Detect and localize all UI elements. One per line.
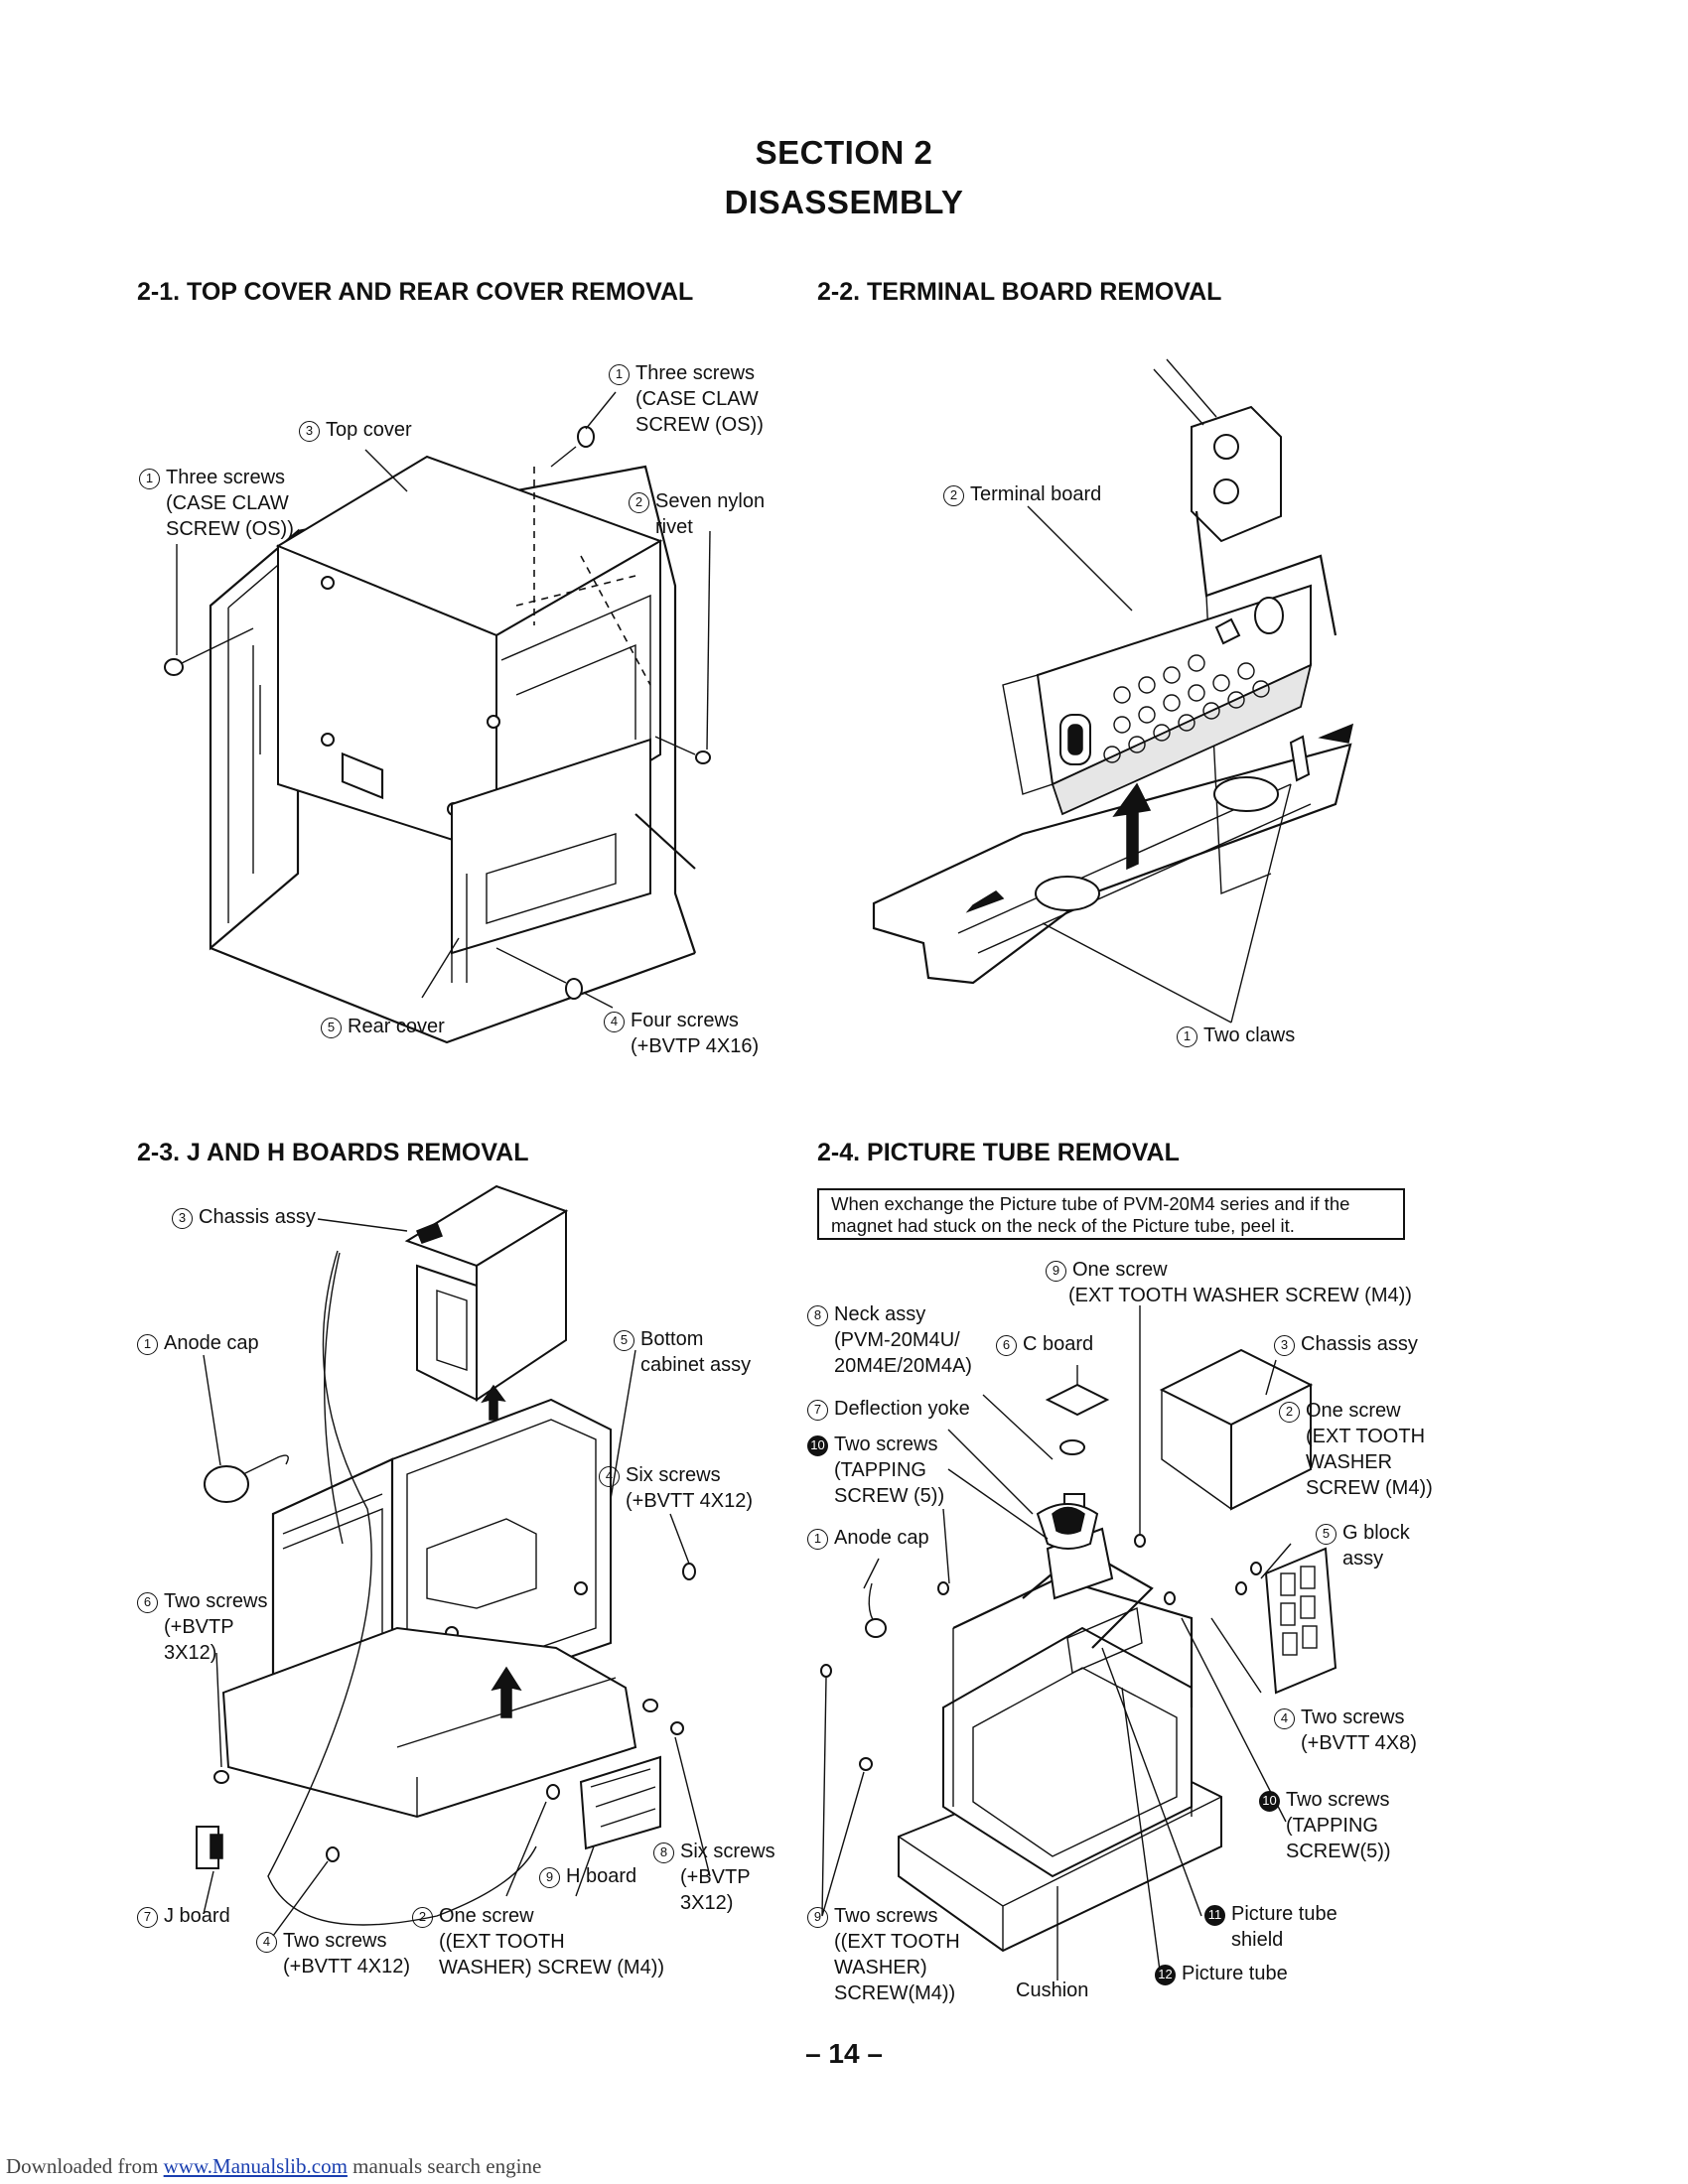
screw-icon [642, 1699, 658, 1712]
section-heading-2-1: 2-1. TOP COVER AND REAR COVER REMOVAL [137, 278, 694, 306]
screw-icon [213, 1770, 229, 1784]
screw-icon [1164, 1591, 1176, 1605]
section-heading-2-2: 2-2. TERMINAL BOARD REMOVAL [817, 278, 1222, 306]
arrow-right-icon [1318, 723, 1354, 744]
arrow-left-icon [965, 890, 1005, 913]
download-footer: Downloaded from www.Manualslib.com manua… [6, 2154, 542, 2178]
screw-icon [326, 1846, 340, 1862]
screw-icon [859, 1757, 873, 1771]
screw-icon [1134, 1534, 1146, 1548]
picture-tube-note: When exchange the Picture tube of PVM-20… [817, 1188, 1405, 1240]
screw-icon [546, 1784, 560, 1800]
screw-icon [820, 1664, 832, 1678]
screw-icon [670, 1721, 684, 1735]
manualslib-link[interactable]: www.Manualslib.com [163, 2154, 348, 2178]
page-title: DISASSEMBLY [724, 184, 964, 220]
section-number: SECTION 2 [755, 134, 933, 171]
section-heading-2-4: 2-4. PICTURE TUBE REMOVAL [817, 1139, 1180, 1166]
screw-icon [1250, 1562, 1262, 1575]
screw-icon [495, 947, 583, 1000]
section-heading-2-3: 2-3. J AND H BOARDS REMOVAL [137, 1139, 529, 1166]
page-number: – 14 – [805, 2038, 883, 2069]
screw-icon [1235, 1581, 1247, 1595]
screw-icon [654, 736, 711, 764]
arrow-up-icon [1112, 782, 1152, 871]
screw-icon [550, 426, 595, 468]
label-cushion: Cushion [1016, 1979, 1089, 2001]
screw-icon [164, 627, 254, 676]
screw-icon [937, 1581, 949, 1595]
